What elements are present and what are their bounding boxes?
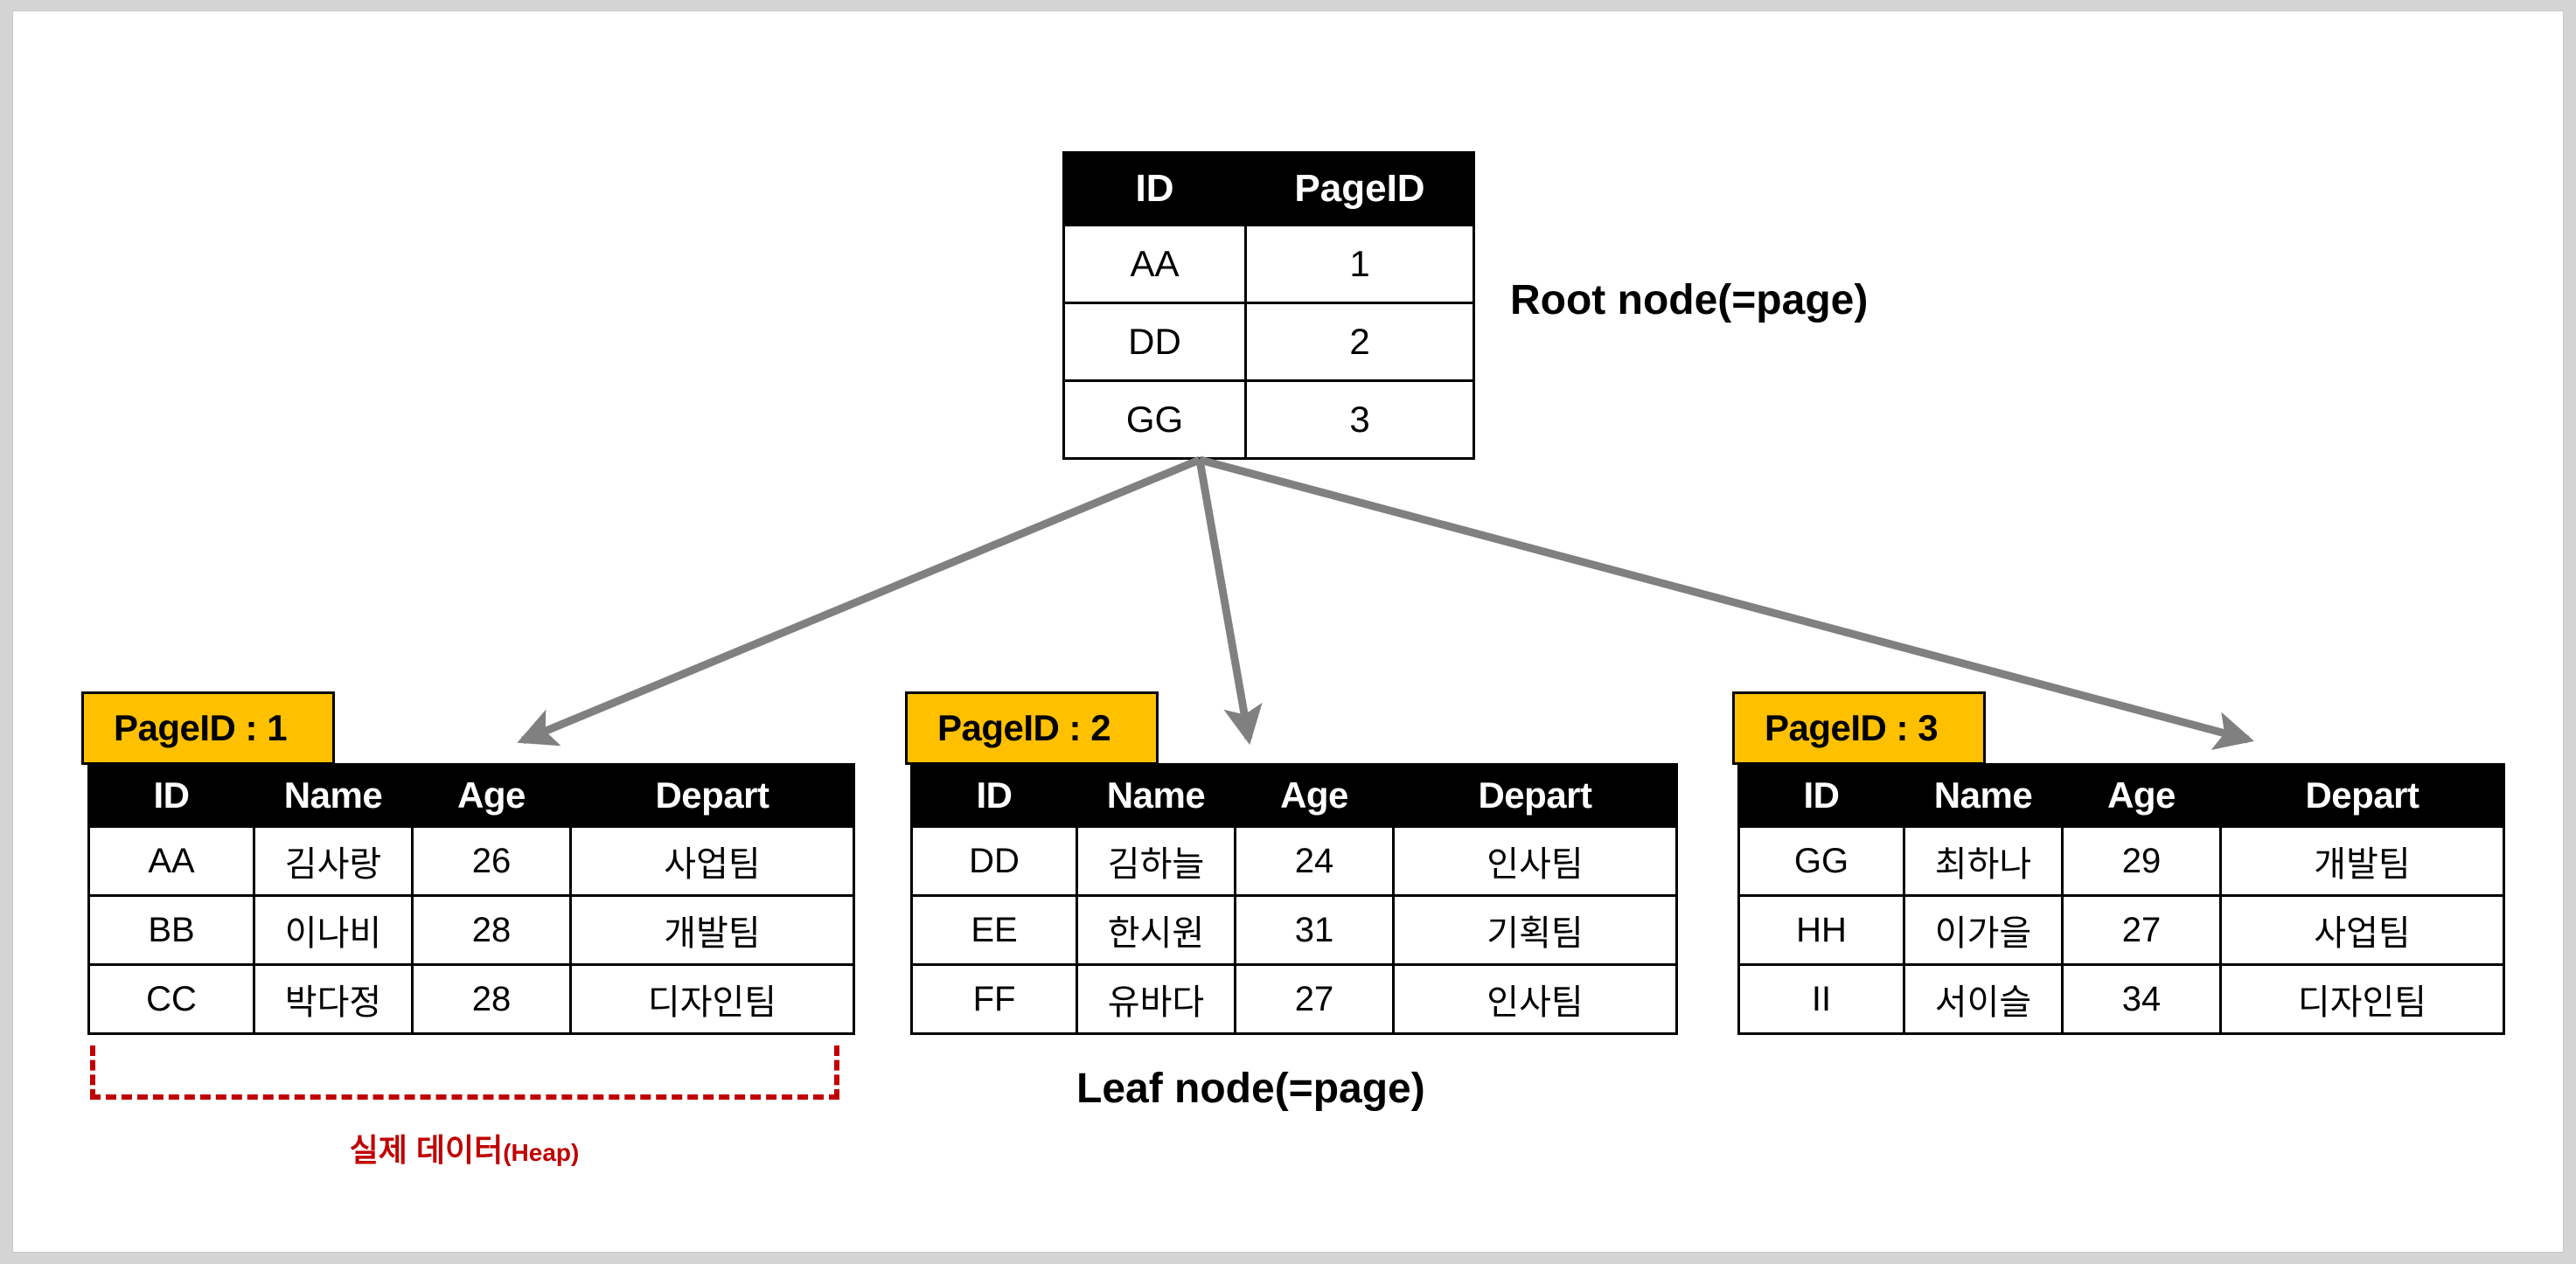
root-cell-id: GG	[1062, 379, 1247, 460]
leaf3-header-row: ID Name Age Depart	[1737, 763, 2505, 828]
leaf-node-label: Leaf node(=page)	[1076, 1066, 1425, 1112]
leaf1-col-header-name: Name	[253, 763, 414, 828]
root-cell-pageid: 1	[1244, 224, 1475, 304]
leaf3-cell-depart: 디자인팀	[2219, 963, 2505, 1035]
leaf3-cell-age: 27	[2061, 894, 2222, 966]
table-row: AA 김사랑 26 사업팀	[87, 825, 855, 897]
table-row: EE 한시원 31 기획팀	[910, 894, 1678, 966]
leaf-node-table-1: ID Name Age Depart AA 김사랑 26 사업팀 BB 이나비 …	[87, 763, 855, 1035]
leaf1-cell-depart: 디자인팀	[569, 963, 855, 1035]
leaf2-col-header-depart: Depart	[1392, 763, 1678, 828]
leaf3-col-header-depart: Depart	[2219, 763, 2505, 828]
leaf1-cell-age: 26	[411, 825, 572, 897]
table-row: GG 최하나 29 개발팀	[1737, 825, 2505, 897]
table-row: GG 3	[1062, 379, 1475, 460]
leaf2-cell-id: EE	[910, 894, 1078, 966]
leaf1-col-header-age: Age	[411, 763, 572, 828]
heap-label-main: 실제 데이터	[349, 1132, 504, 1168]
leaf3-cell-depart: 사업팀	[2219, 894, 2505, 966]
leaf1-cell-depart: 사업팀	[569, 825, 855, 897]
leaf2-cell-depart: 인사팀	[1392, 963, 1678, 1035]
root-table-header-row: ID PageID	[1062, 151, 1475, 226]
leaf1-cell-depart: 개발팀	[569, 894, 855, 966]
leaf3-cell-age: 29	[2061, 825, 2222, 897]
leaf3-cell-name: 이가을	[1903, 894, 2064, 966]
leaf2-col-header-id: ID	[910, 763, 1078, 828]
leaf3-cell-id: GG	[1737, 825, 1905, 897]
page-badge-1: PageID : 1	[81, 691, 335, 765]
leaf1-col-header-id: ID	[87, 763, 255, 828]
leaf3-col-header-name: Name	[1903, 763, 2064, 828]
slide-canvas: ID PageID AA 1 DD 2 GG 3 Root n	[13, 11, 2563, 1252]
leaf1-header-row: ID Name Age Depart	[87, 763, 855, 828]
table-row: FF 유바다 27 인사팀	[910, 963, 1678, 1035]
leaf3-cell-age: 34	[2061, 963, 2222, 1035]
leaf2-cell-name: 한시원	[1076, 894, 1236, 966]
table-row: CC 박다정 28 디자인팀	[87, 963, 855, 1035]
table-row: AA 1	[1062, 224, 1475, 304]
leaf3-cell-name: 최하나	[1903, 825, 2064, 897]
root-node-table: ID PageID AA 1 DD 2 GG 3	[1062, 151, 1475, 460]
leaf2-col-header-name: Name	[1076, 763, 1236, 828]
leaf-node-table-3: ID Name Age Depart GG 최하나 29 개발팀 HH 이가을 …	[1737, 763, 2505, 1035]
root-cell-pageid: 2	[1244, 302, 1475, 382]
root-cell-id: DD	[1062, 302, 1247, 382]
arrow-root-to-page2	[1195, 459, 1263, 746]
leaf2-cell-depart: 기획팀	[1392, 894, 1678, 966]
leaf3-cell-id: II	[1737, 963, 1905, 1035]
leaf1-col-header-depart: Depart	[569, 763, 855, 828]
leaf2-cell-id: DD	[910, 825, 1078, 897]
leaf2-col-header-age: Age	[1234, 763, 1395, 828]
leaf3-cell-name: 서이슬	[1903, 963, 2064, 1035]
leaf-node-table-2: ID Name Age Depart DD 김하늘 24 인사팀 EE 한시원 …	[910, 763, 1678, 1035]
table-row: BB 이나비 28 개발팀	[87, 894, 855, 966]
page-badge-2: PageID : 2	[905, 691, 1159, 765]
leaf2-cell-name: 유바다	[1076, 963, 1236, 1035]
leaf1-cell-id: BB	[87, 894, 255, 966]
heap-label: 실제 데이터(Heap)	[90, 1125, 839, 1170]
root-cell-pageid: 3	[1244, 379, 1475, 460]
leaf1-cell-name: 김사랑	[253, 825, 414, 897]
leaf3-col-header-age: Age	[2061, 763, 2222, 828]
arrow-root-to-page3	[1198, 455, 2254, 750]
leaf1-cell-age: 28	[411, 894, 572, 966]
root-cell-id: AA	[1062, 224, 1247, 304]
leaf2-header-row: ID Name Age Depart	[910, 763, 1678, 828]
root-col-header-pageid: PageID	[1244, 151, 1475, 226]
leaf2-cell-id: FF	[910, 963, 1078, 1035]
leaf3-cell-depart: 개발팀	[2219, 825, 2505, 897]
leaf2-cell-age: 27	[1234, 963, 1395, 1035]
leaf2-cell-age: 24	[1234, 825, 1395, 897]
leaf1-cell-name: 박다정	[253, 963, 414, 1035]
leaf1-cell-id: AA	[87, 825, 255, 897]
leaf3-cell-id: HH	[1737, 894, 1905, 966]
leaf1-cell-name: 이나비	[253, 894, 414, 966]
leaf2-cell-name: 김하늘	[1076, 825, 1236, 897]
heap-bracket	[90, 1045, 839, 1100]
root-col-header-id: ID	[1062, 151, 1247, 226]
table-row: HH 이가을 27 사업팀	[1737, 894, 2505, 966]
leaf3-col-header-id: ID	[1737, 763, 1905, 828]
root-node-label: Root node(=page)	[1510, 277, 1869, 323]
leaf1-cell-id: CC	[87, 963, 255, 1035]
table-row: II 서이슬 34 디자인팀	[1737, 963, 2505, 1035]
table-row: DD 김하늘 24 인사팀	[910, 825, 1678, 897]
heap-label-suffix: (Heap)	[503, 1139, 580, 1166]
leaf2-cell-age: 31	[1234, 894, 1395, 966]
leaf1-cell-age: 28	[411, 963, 572, 1035]
leaf2-cell-depart: 인사팀	[1392, 825, 1678, 897]
page-badge-3: PageID : 3	[1732, 691, 1986, 765]
table-row: DD 2	[1062, 302, 1475, 382]
